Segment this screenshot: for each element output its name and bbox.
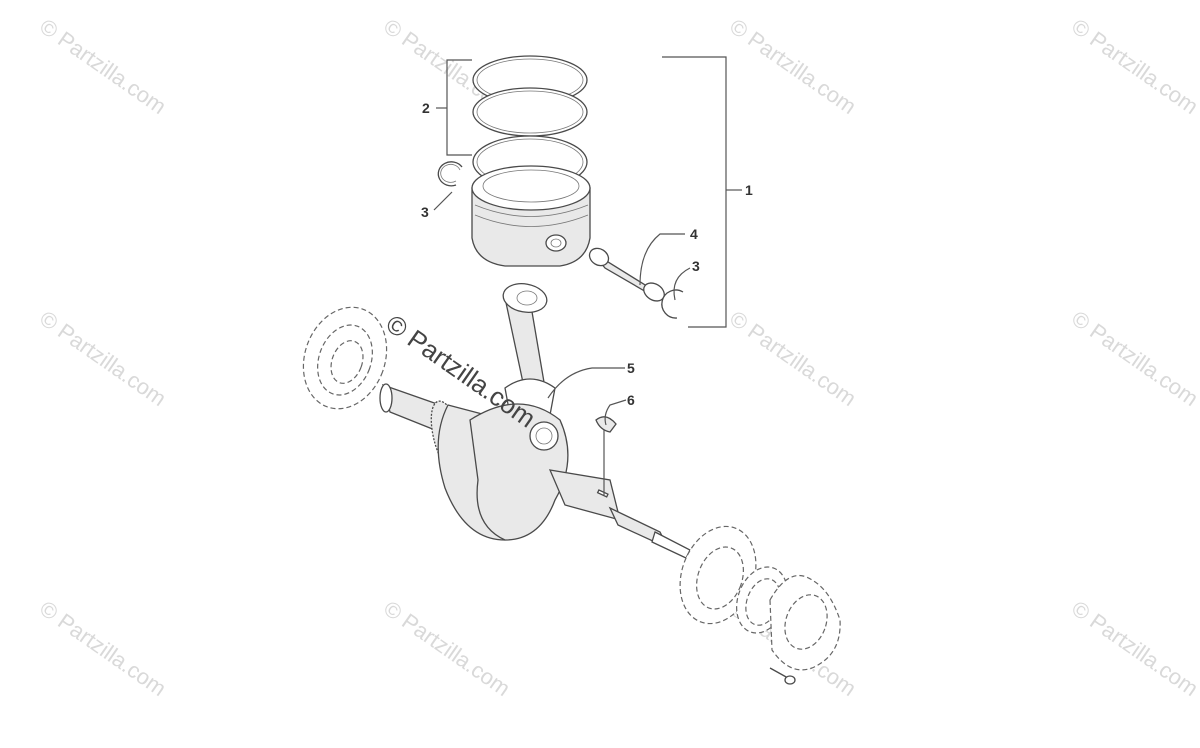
callout-4: 4 xyxy=(690,226,698,242)
watermark-text: © Partzilla.com xyxy=(35,596,171,702)
watermark-text: © Partzilla.com xyxy=(725,14,861,120)
retainer-plate[interactable] xyxy=(769,575,841,671)
retainer-bolt[interactable] xyxy=(769,667,796,685)
callout-3-left: 3 xyxy=(421,204,429,220)
callout-2: 2 xyxy=(422,100,430,116)
piston-pin-clip-right[interactable] xyxy=(661,289,684,319)
piston-ring-middle[interactable] xyxy=(472,87,588,137)
watermark-text: © Partzilla.com xyxy=(379,596,515,702)
piston-pin-clip-left[interactable] xyxy=(437,161,463,187)
callout-3-right: 3 xyxy=(692,258,700,274)
callout-1: 1 xyxy=(745,182,753,198)
crankshaft[interactable] xyxy=(379,383,691,559)
callout-6: 6 xyxy=(627,392,635,408)
watermark-text: © Partzilla.com xyxy=(35,14,171,120)
piston-pin[interactable] xyxy=(586,245,667,305)
left-main-bearing[interactable] xyxy=(290,295,401,420)
watermark-text: © Partzilla.com xyxy=(1067,596,1200,702)
piston[interactable] xyxy=(471,165,591,267)
watermark-text: © Partzilla.com xyxy=(1067,306,1200,412)
watermark-text: © Partzilla.com xyxy=(35,306,171,412)
watermark-text: © Partzilla.com xyxy=(725,306,861,412)
watermark-text: © Partzilla.com xyxy=(1067,14,1200,120)
leader-lines xyxy=(433,56,742,495)
callout-5: 5 xyxy=(627,360,635,376)
watermark-layer: © Partzilla.com © Partzilla.com © Partzi… xyxy=(35,14,1200,702)
